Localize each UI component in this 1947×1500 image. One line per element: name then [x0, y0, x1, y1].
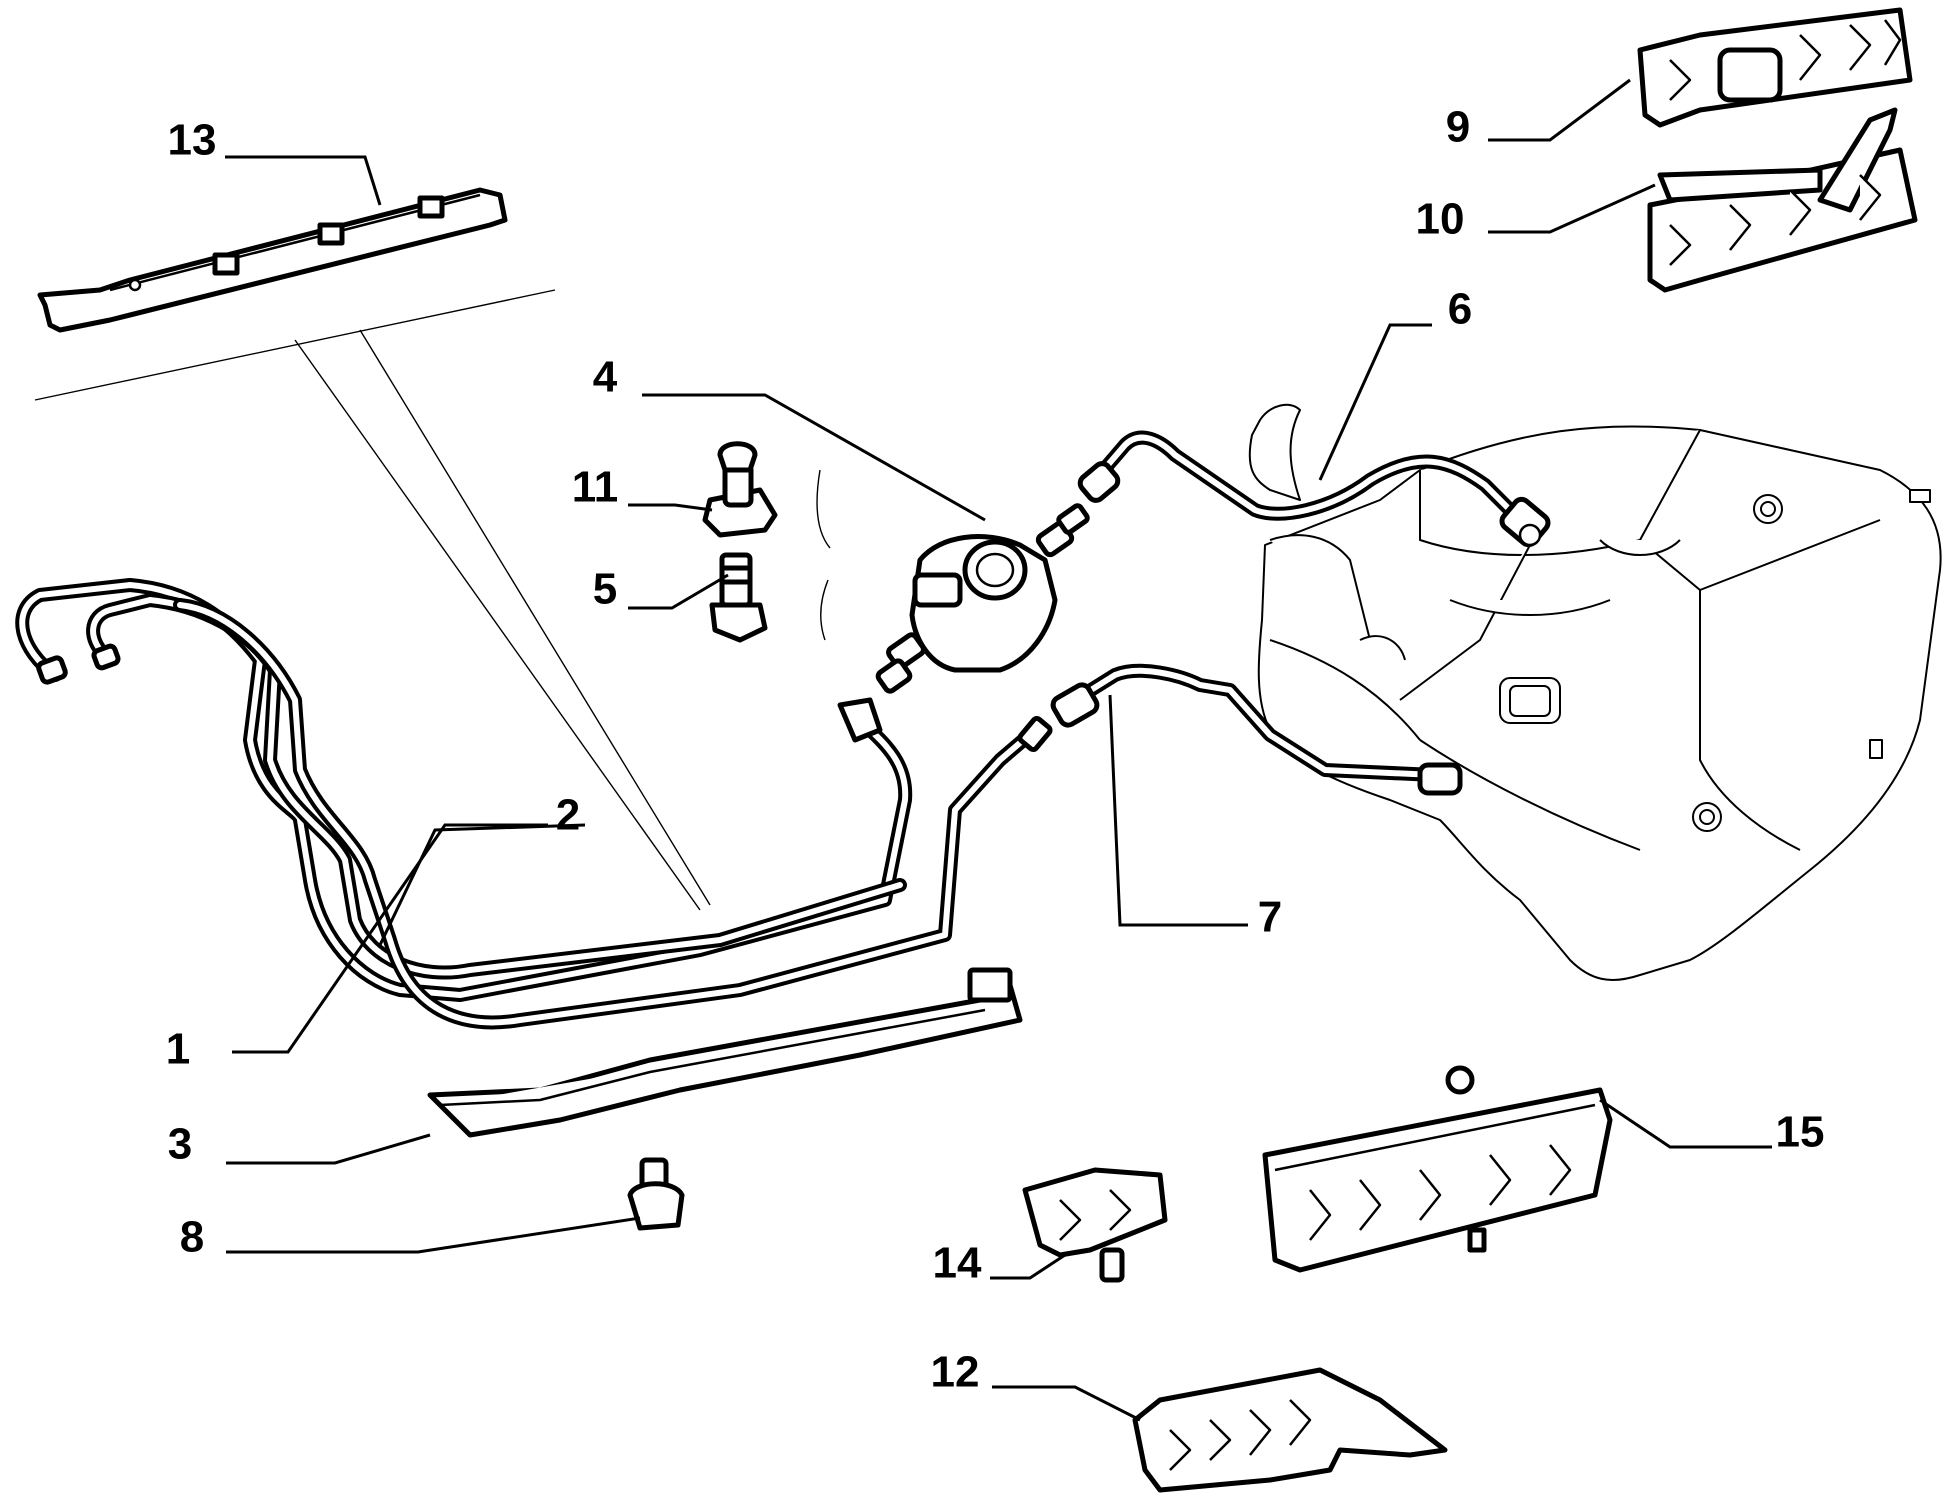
callout-6: 6 [1448, 285, 1472, 334]
fuel-tank [1248, 403, 1942, 981]
callout-14: 14 [933, 1239, 982, 1288]
callout-labels: 1 2 3 4 5 6 7 8 9 10 11 12 13 14 15 [166, 103, 1825, 1397]
part-13-bracket [37, 187, 508, 333]
part-4-fuel-filter [875, 503, 1090, 694]
part-1-2-fuel-lines [15, 578, 1053, 1030]
callout-15: 15 [1776, 1108, 1825, 1157]
part-11-valve [702, 441, 778, 538]
floor-reference-lines [34, 289, 831, 911]
callout-5: 5 [593, 565, 617, 614]
part-3-bracket [427, 967, 1023, 1138]
callout-10: 10 [1416, 195, 1465, 244]
part-8-screw [627, 1157, 685, 1231]
callout-12: 12 [931, 1348, 980, 1397]
callout-9: 9 [1446, 103, 1470, 152]
callout-8: 8 [180, 1213, 204, 1262]
callout-1: 1 [166, 1025, 190, 1074]
callout-2: 2 [556, 791, 580, 840]
callout-13: 13 [168, 116, 217, 165]
part-7-return-line [1050, 663, 1463, 796]
callout-7: 7 [1258, 893, 1282, 942]
part-9-clip-holder [1637, 7, 1913, 128]
callout-3: 3 [168, 1120, 192, 1169]
part-6-return-line [1077, 430, 1551, 548]
callout-11: 11 [572, 463, 619, 512]
callout-4: 4 [593, 353, 618, 402]
part-5-bolt [709, 552, 768, 643]
part-15-clip-holder [1262, 1065, 1613, 1273]
part-10-clip-holder [1647, 107, 1918, 293]
leader-lines [225, 78, 1772, 1422]
part-14-clip [1022, 1167, 1168, 1283]
part-12-clip-strip [1132, 1367, 1448, 1493]
